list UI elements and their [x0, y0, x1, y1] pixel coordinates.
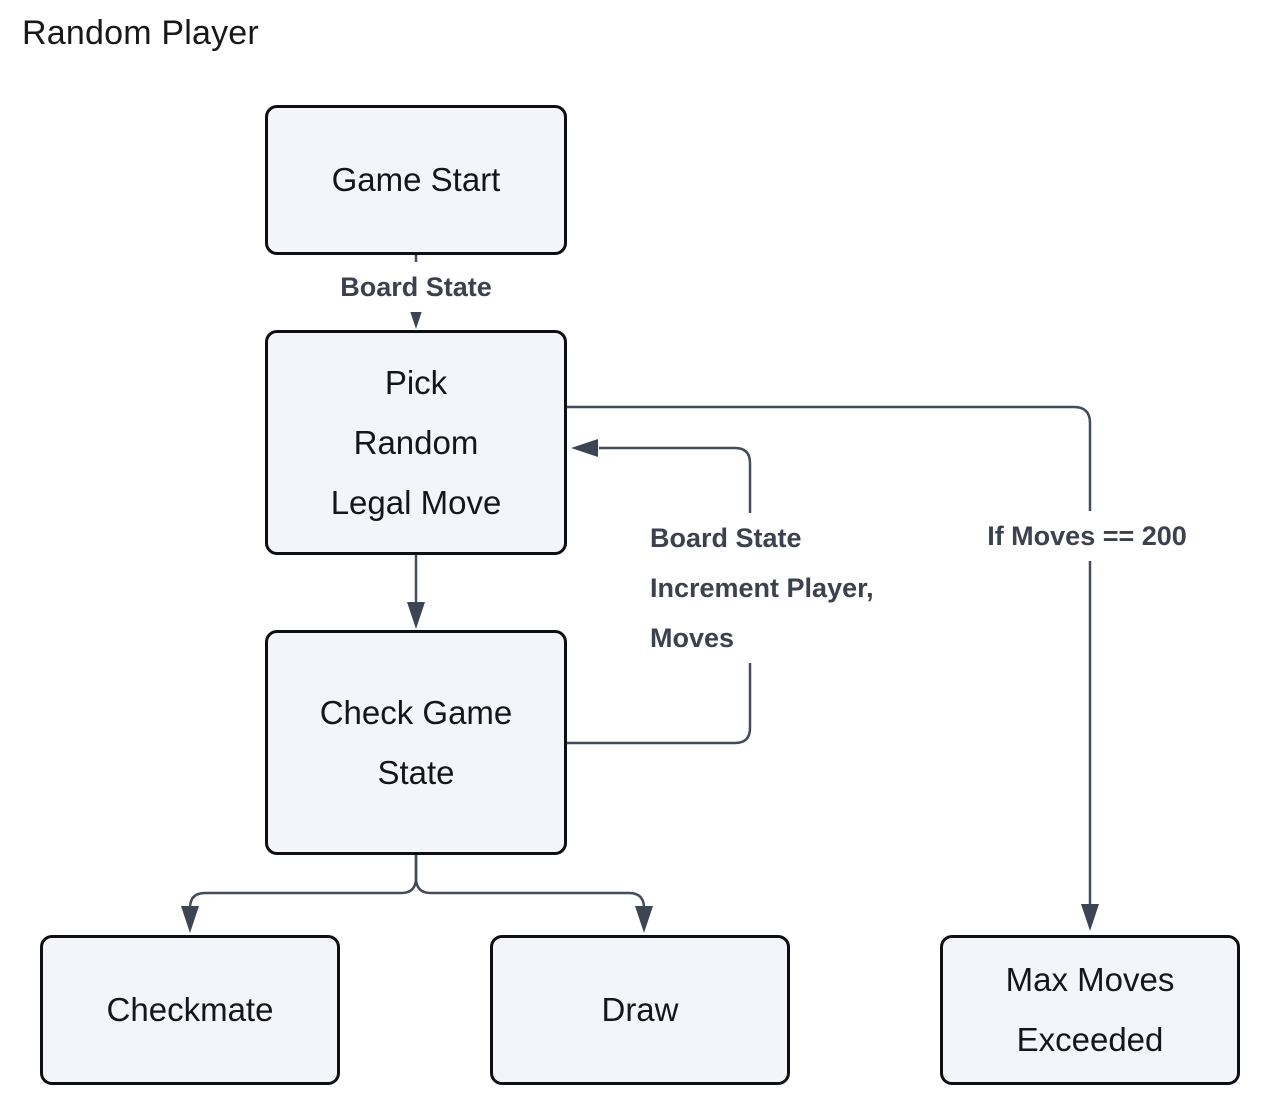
diagram-title: Random Player: [22, 14, 259, 52]
node-pick-random-legal-move: Pick Random Legal Move: [265, 330, 567, 555]
node-label-line: Exceeded: [1016, 1021, 1164, 1058]
edge-pick-to-max-moves: [567, 405, 1092, 904]
node-label-line: Max Moves: [1005, 961, 1175, 998]
arrowhead-check-to-pick-loop: [571, 439, 598, 457]
node-max-moves-exceeded: Max Moves Exceeded: [940, 935, 1240, 1085]
edge-check-to-draw: [414, 855, 646, 909]
node-label: Draw: [601, 991, 679, 1028]
arrowhead-pick-to-check: [407, 602, 425, 629]
edge-label-line: Increment Player,: [650, 573, 874, 603]
node-label-line: Check Game: [319, 693, 513, 731]
edge-label-line: Board State: [650, 523, 802, 553]
node-check-game-state: Check Game State: [265, 630, 567, 855]
node-label: Game Start: [331, 161, 501, 198]
edge-label-if-moves-200: If Moves == 200: [977, 511, 1197, 561]
arrowhead-pick-to-max-moves: [1081, 904, 1099, 931]
arrowhead-check-to-checkmate: [181, 906, 199, 933]
node-label-line: Random: [353, 423, 479, 461]
edge-check-to-checkmate: [188, 855, 418, 909]
node-game-start: Game Start: [265, 105, 567, 255]
edge-label-loop-back: Board State Increment Player, Moves: [640, 513, 884, 663]
arrowhead-check-to-draw: [635, 906, 653, 933]
node-label-line: Pick: [384, 363, 448, 401]
edge-label-line: Moves: [650, 623, 735, 653]
node-draw: Draw: [490, 935, 790, 1085]
node-label-line: Legal Move: [330, 483, 502, 521]
edge-label-board-state: Board State: [330, 262, 502, 312]
node-checkmate: Checkmate: [40, 935, 340, 1085]
node-label-line: State: [377, 753, 455, 791]
node-label: Checkmate: [106, 991, 274, 1028]
